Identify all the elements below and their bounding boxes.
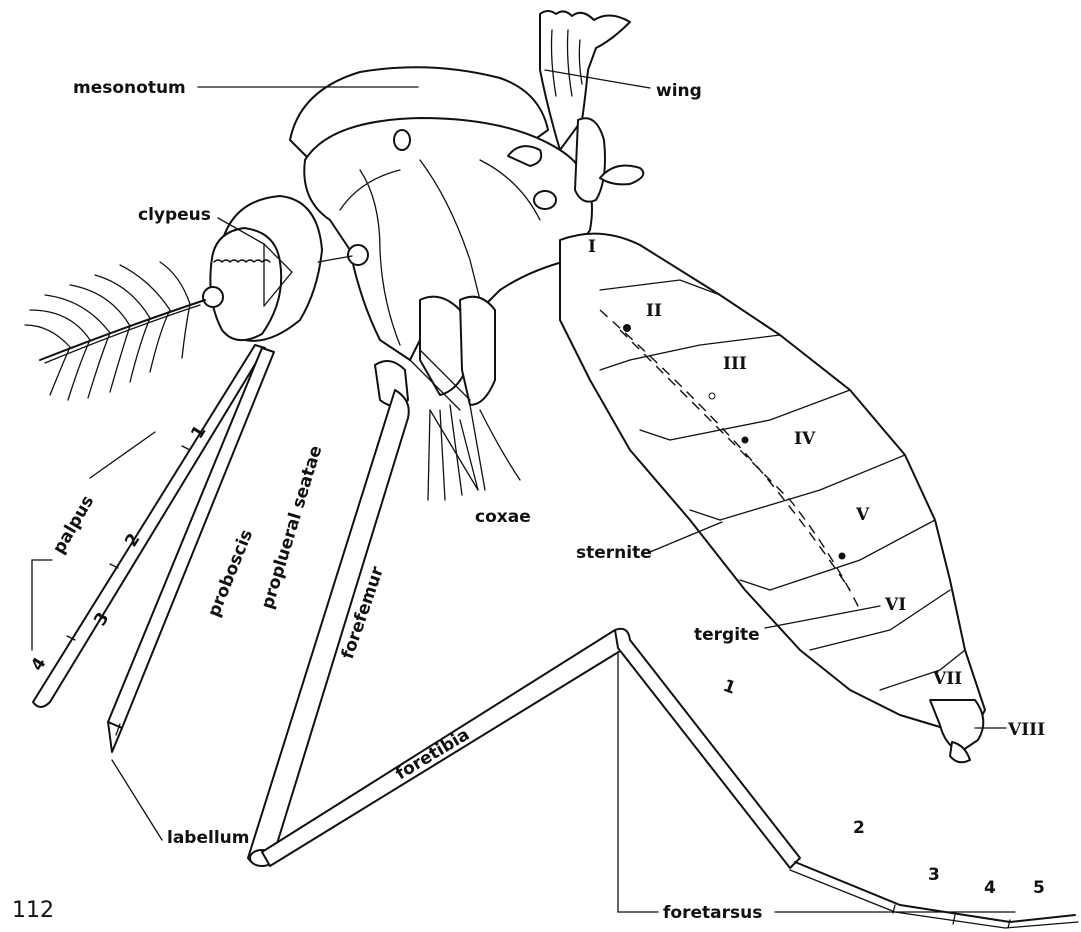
- label-mesonotum: mesonotum: [73, 78, 186, 98]
- tarsus-segment-2: 2: [853, 818, 865, 838]
- antenna-drawing: [25, 262, 205, 400]
- tarsus-segment-5: 5: [1033, 878, 1045, 898]
- label-clypeus: clypeus: [138, 205, 211, 225]
- abdomen-segment-II: II: [646, 301, 662, 321]
- abdomen-segment-VI: VI: [884, 595, 906, 615]
- abdomen-segment-I: I: [588, 237, 596, 257]
- label-coxae: coxae: [475, 507, 531, 527]
- label-proboscis: proboscis: [204, 527, 257, 620]
- label-tergite: tergite: [694, 625, 760, 645]
- abdomen-segment-VIII: VIII: [1007, 720, 1045, 740]
- page-number: 112: [12, 898, 54, 923]
- tarsus-segment-1: 1: [720, 676, 738, 699]
- abdomen-segment-III: III: [723, 354, 747, 374]
- abdomen-segment-IV: IV: [794, 429, 816, 449]
- abdomen-segment-VII: VII: [932, 669, 962, 689]
- tarsus-segment-4: 4: [984, 878, 996, 898]
- label-foretibia: foretibia: [392, 725, 473, 785]
- label-labellum: labellum: [167, 828, 249, 848]
- palpus-segment-4: 4: [27, 654, 50, 675]
- abdomen-drawing: [560, 234, 985, 763]
- label-wing: wing: [656, 81, 702, 101]
- label-foretarsus: foretarsus: [663, 903, 762, 923]
- label-palpus: palpus: [49, 492, 98, 557]
- abdomen-segment-V: V: [855, 505, 870, 525]
- tarsus-segment-3: 3: [928, 865, 940, 885]
- label-sternite: sternite: [576, 543, 652, 563]
- label-proplueral-seatae: proplueral seatae: [258, 443, 327, 611]
